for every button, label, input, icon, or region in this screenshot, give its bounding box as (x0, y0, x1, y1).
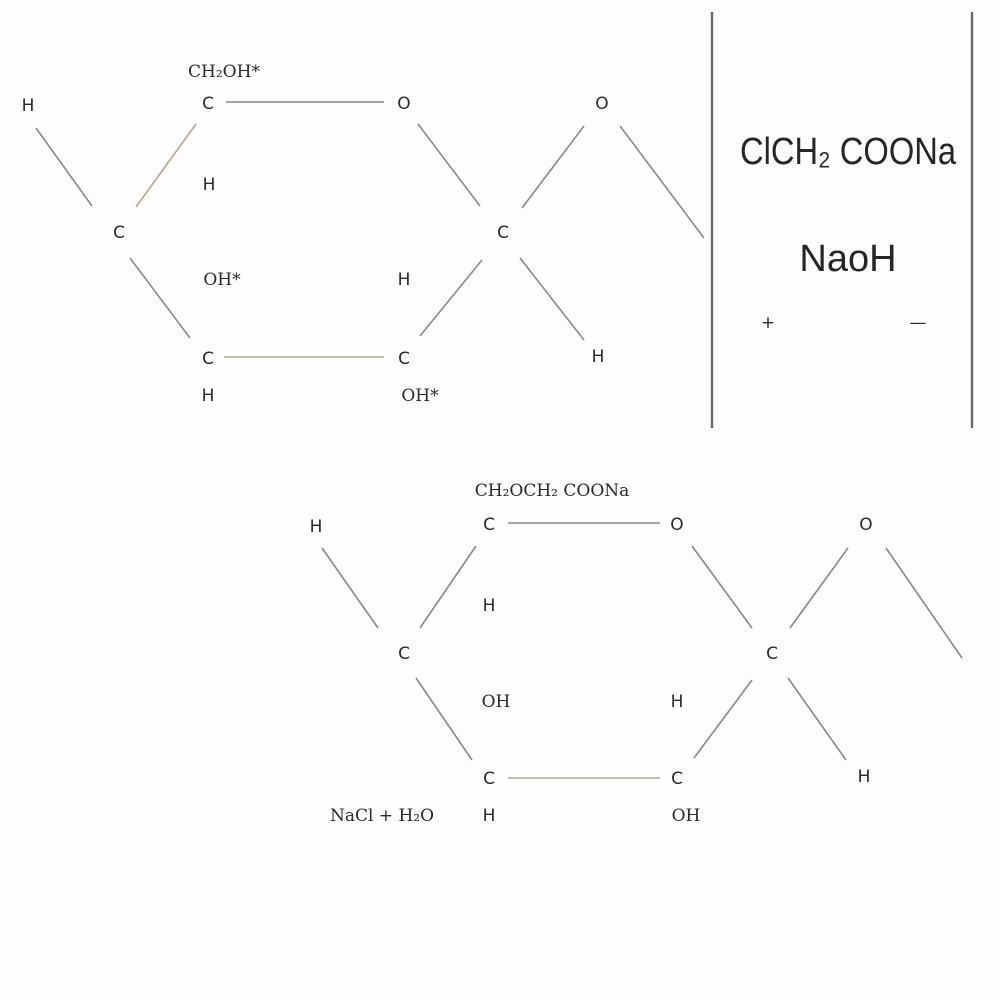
top-atom-c-right: C (497, 223, 509, 243)
bond-b-olink-out (885, 547, 963, 659)
reagent-plus-sign: + (761, 313, 775, 333)
reagent-line-2: NaoH (799, 238, 896, 280)
bond-b-c4-cright (693, 679, 753, 759)
bond-c1-c2 (135, 123, 197, 208)
bottom-atom-c-right: C (766, 644, 778, 664)
top-atom-c4: C (398, 349, 410, 369)
top-atom-c1: C (202, 94, 214, 114)
reagent-panel: ClCH₂ COONa NaoH + — (710, 12, 974, 428)
bond-olink-out (619, 125, 705, 239)
top-atom-oh-inner: OH* (203, 270, 241, 290)
bottom-atom-h-c-right: H (858, 767, 871, 787)
bottom-atom-o-link: O (859, 515, 872, 535)
bond-b-cright-olink (789, 547, 849, 629)
top-atom-h-inner-right: H (398, 270, 411, 290)
bond-b-c1-c2 (419, 545, 477, 629)
bottom-byproduct-label: NaCl + H₂O (330, 806, 434, 826)
bond-b-c2-c3 (415, 677, 473, 761)
top-atom-o-ring: O (397, 94, 410, 114)
bottom-atom-c4: C (671, 769, 683, 789)
bottom-molecule-bonds (321, 522, 963, 779)
bond-c2-c3 (129, 257, 191, 339)
bottom-atom-h-inner-top: H (483, 596, 496, 616)
bottom-atom-h-left: H (310, 517, 323, 537)
top-molecule-bonds (35, 101, 705, 358)
bottom-atom-h-inner-right: H (671, 692, 684, 712)
top-atom-oh-bottom: OH* (401, 386, 439, 406)
bottom-atom-o-ring: O (670, 515, 683, 535)
top-atom-o-link: O (595, 94, 608, 114)
bottom-atom-h-bottom: H (483, 806, 496, 826)
bottom-atom-c3: C (483, 769, 495, 789)
bottom-atom-c2: C (398, 644, 410, 664)
bottom-atom-oh-inner: OH (482, 692, 511, 712)
top-molecule-atoms: CH₂OH* C O O H H C C OH* H C C H H OH* (22, 62, 609, 406)
bond-b-h-c2 (321, 547, 379, 629)
top-atom-h-left: H (22, 96, 35, 116)
bond-cright-h (519, 257, 585, 341)
top-atom-h-bottom: H (202, 386, 215, 406)
bottom-substituent-label: CH₂OCH₂ COONa (475, 481, 630, 501)
reagent-line-1: ClCH₂ COONa (740, 131, 957, 173)
top-atom-c3: C (202, 349, 214, 369)
bond-b-o-cright (691, 545, 753, 629)
top-substituent-label: CH₂OH* (188, 62, 260, 82)
bond-o-cright (417, 123, 481, 207)
top-atom-h-c-right: H (592, 347, 605, 367)
reagent-minus-sign: — (910, 313, 927, 333)
bottom-atom-c1: C (483, 515, 495, 535)
bond-c4-cright (419, 259, 483, 337)
bond-b-cright-h (787, 677, 847, 761)
bond-cright-olink (521, 125, 585, 209)
bond-h-c2 (35, 127, 93, 207)
bottom-atom-oh-bottom: OH (672, 806, 701, 826)
top-atom-h-inner-top: H (203, 175, 216, 195)
bottom-molecule-atoms: CH₂OCH₂ COONa C O O H H C C OH H C C H N… (310, 481, 873, 826)
top-atom-c2: C (113, 223, 125, 243)
